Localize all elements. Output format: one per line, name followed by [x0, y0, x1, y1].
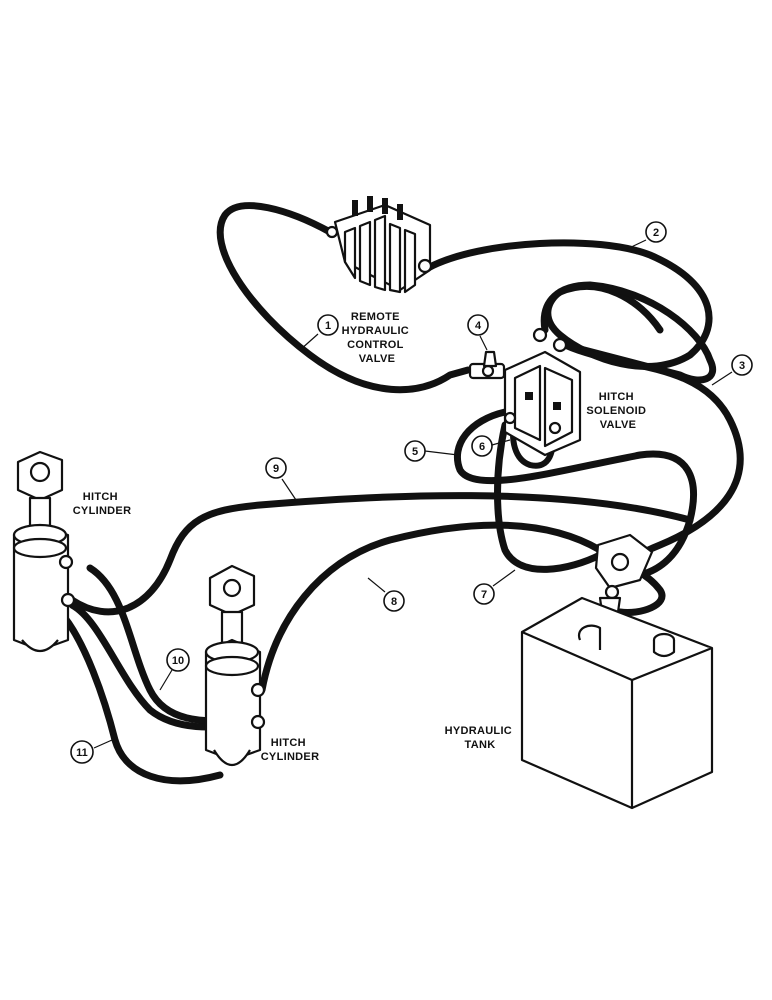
callout-4	[467, 314, 489, 336]
callout-11	[70, 740, 94, 764]
callout-3	[731, 354, 753, 376]
callout-1-number: 1	[325, 320, 331, 332]
callout-2	[645, 221, 667, 243]
hose-8	[258, 521, 604, 694]
callout-11-number: 11	[76, 747, 88, 759]
callout-10-number: 10	[172, 655, 184, 667]
hitch-cylinder-left	[12, 450, 76, 653]
hitch-cylinder-right	[204, 564, 266, 767]
callout-1	[317, 314, 339, 336]
remote-valve-label-line-1: REMOTE	[351, 311, 400, 323]
hydraulic-tank	[520, 596, 714, 810]
hitch-solenoid-label-line-2: SOLENOID	[586, 405, 646, 417]
tank-fitting-block	[594, 533, 654, 614]
callout-8-number: 8	[391, 596, 397, 608]
hitch-cylinder-right-label-line-1: HITCH	[271, 737, 306, 749]
hydraulic-tank-label-line-1: HYDRAULIC	[445, 725, 512, 737]
remote-valve-label-line-2: HYDRAULIC	[342, 325, 409, 337]
hitch-cylinder-right-label: HITCH CYLINDER	[261, 737, 320, 763]
callout-9-number: 9	[273, 463, 279, 475]
hose-5	[453, 408, 697, 579]
callout-3-number: 3	[739, 360, 745, 372]
hitch-solenoid-label-line-3: VALVE	[600, 419, 637, 431]
callout-2-number: 2	[653, 227, 659, 239]
callout-9	[265, 457, 287, 479]
remote-valve-label-line-3: CONTROL	[347, 339, 403, 351]
callouts: 1 2 3 4 5 6 7 8 9 10	[70, 221, 753, 764]
remote-valve-label: REMOTE HYDRAULIC CONTROL VALVE	[342, 311, 413, 365]
hitch-cylinder-right-label-line-2: CYLINDER	[261, 751, 320, 763]
hitch-solenoid-valve	[468, 327, 582, 457]
hydraulic-tank-label-line-2: TANK	[465, 739, 496, 751]
remote-hydraulic-control-valve	[325, 196, 433, 294]
hitch-cylinder-left-label-line-1: HITCH	[83, 491, 118, 503]
hitch-solenoid-label: HITCH SOLENOID VALVE	[586, 391, 649, 431]
callout-5-number: 5	[412, 446, 418, 458]
callout-7-number: 7	[481, 589, 487, 601]
hose-crossover-upper	[86, 564, 252, 725]
callout-4-number: 4	[475, 320, 482, 332]
hitch-cylinder-left-label: HITCH CYLINDER	[73, 491, 132, 517]
callout-5	[404, 440, 426, 462]
hitch-cylinder-left-label-line-2: CYLINDER	[73, 505, 132, 517]
callout-7	[473, 583, 495, 605]
component-labels: REMOTE HYDRAULIC CONTROL VALVE HITCH SOL…	[73, 311, 649, 763]
hose-2-loop	[540, 281, 717, 384]
hitch-solenoid-label-line-1: HITCH	[599, 391, 634, 403]
callout-10	[166, 648, 190, 672]
callout-6	[471, 435, 493, 457]
hose-1	[216, 202, 472, 394]
remote-valve-label-line-4: VALVE	[359, 353, 396, 365]
hydraulic-tank-label: HYDRAULIC TANK	[445, 725, 516, 751]
hose-11	[56, 608, 224, 785]
callout-6-number: 6	[479, 441, 485, 453]
hose-7	[494, 421, 604, 573]
hose-9	[68, 492, 694, 616]
callout-8	[383, 590, 405, 612]
